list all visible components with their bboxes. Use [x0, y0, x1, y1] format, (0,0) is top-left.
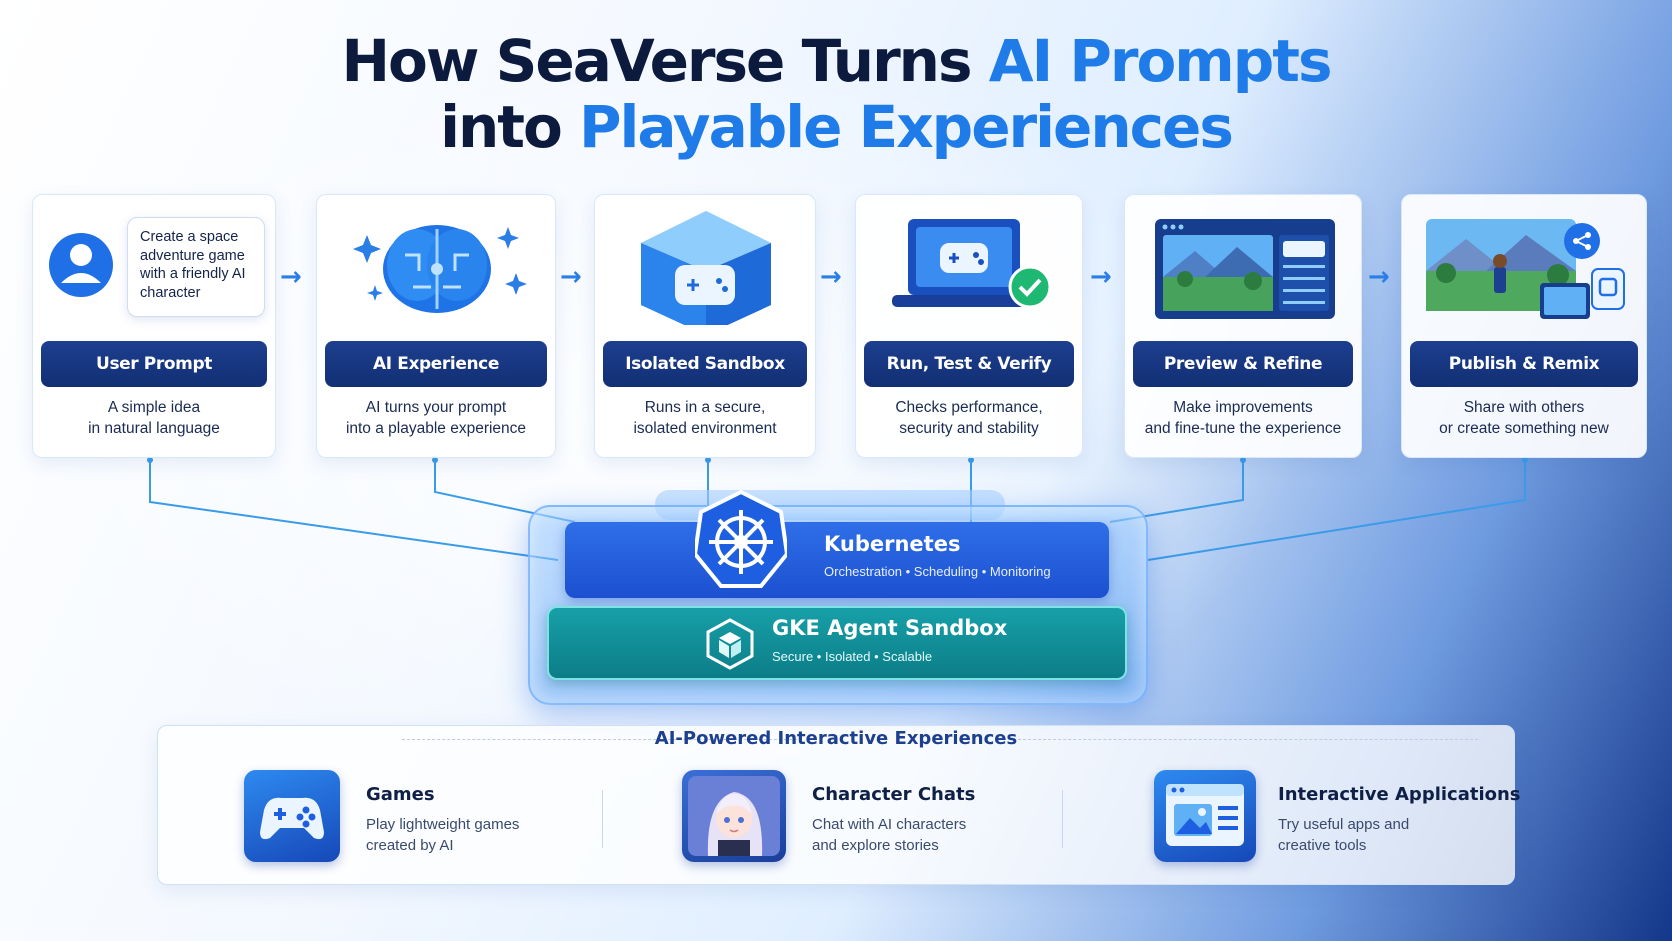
- share-scene-icon: [1402, 205, 1646, 325]
- experience-title: Character Chats: [812, 784, 976, 805]
- laptop-check-icon: [856, 205, 1082, 325]
- step-label-ai-generation: AI Experience Generation: [325, 341, 547, 420]
- flow-arrow-icon: →: [560, 262, 582, 292]
- gke-sandbox-layer: GKE Agent Sandbox Secure • Isolated • Sc…: [547, 606, 1127, 680]
- panel-divider: [1018, 739, 1478, 740]
- experiences-panel: AI-Powered Interactive Experiences Games…: [157, 725, 1521, 885]
- cube-hexagon-icon: [706, 618, 754, 670]
- experience-title: Interactive Applications: [1278, 784, 1521, 805]
- step-label-preview-refine: Preview & Refine: [1133, 341, 1353, 387]
- flow-arrow-icon: →: [820, 262, 842, 292]
- panel-title: AI-Powered Interactive Experiences: [654, 728, 1018, 749]
- step-card-user-prompt: Create a space adventure game with a fri…: [32, 194, 276, 458]
- kubernetes-subtitle: Orchestration • Scheduling • Monitoring: [824, 564, 1051, 579]
- sandbox-cube-icon: [595, 205, 815, 335]
- title-highlight-2: Playable Experiences: [579, 93, 1234, 161]
- kubernetes-layer: Kubernetes Orchestration • Scheduling • …: [565, 490, 1109, 598]
- step-card-isolated-sandbox: Isolated Sandbox Runs in a secure,isolat…: [594, 194, 816, 458]
- step-label-user-prompt: User Prompt: [41, 341, 267, 387]
- ai-brain-icon: [317, 205, 555, 325]
- anime-character-icon: [682, 770, 786, 862]
- flow-arrow-icon: →: [280, 262, 302, 292]
- panel-separator: [1062, 790, 1063, 848]
- flow-arrow-icon: →: [1090, 262, 1112, 292]
- app-window-icon: [1154, 770, 1256, 862]
- step-label-isolated-sandbox: Isolated Sandbox: [603, 341, 807, 387]
- page-title: How SeaVerse Turns AI Prompts into Playa…: [341, 27, 1333, 161]
- step-label-publish-remix: Publish & Remix: [1410, 341, 1638, 387]
- user-avatar-icon: [33, 205, 275, 325]
- gamepad-icon: [244, 770, 340, 862]
- panel-separator: [602, 790, 603, 848]
- gke-title: GKE Agent Sandbox: [772, 616, 1008, 640]
- step-desc-isolated-sandbox: Runs in a secure,isolated environment: [633, 399, 777, 437]
- experience-title: Games: [366, 784, 435, 805]
- step-label-run-test-verify: Run, Test & Verify: [864, 341, 1074, 387]
- flow-arrow-icon: →: [1368, 262, 1390, 292]
- prompt-bubble: Create a space adventure game with a fri…: [127, 217, 265, 317]
- step-card-run-test-verify: Run, Test & Verify Checks performance,se…: [855, 194, 1083, 458]
- preview-editor-icon: [1125, 205, 1361, 325]
- panel-divider: [402, 739, 802, 740]
- experience-interactive-applications: Interactive Applications Try useful apps…: [1154, 770, 1521, 866]
- helm-wheel-icon: [695, 490, 787, 588]
- title-highlight-1: AI Prompts: [988, 27, 1333, 95]
- step-card-ai-generation: AI Experience Generation AI turns your p…: [316, 194, 556, 458]
- kubernetes-title: Kubernetes: [824, 532, 961, 556]
- step-desc-run-test-verify: Checks performance,security and stabilit…: [895, 399, 1043, 437]
- gke-subtitle: Secure • Isolated • Scalable: [772, 649, 933, 664]
